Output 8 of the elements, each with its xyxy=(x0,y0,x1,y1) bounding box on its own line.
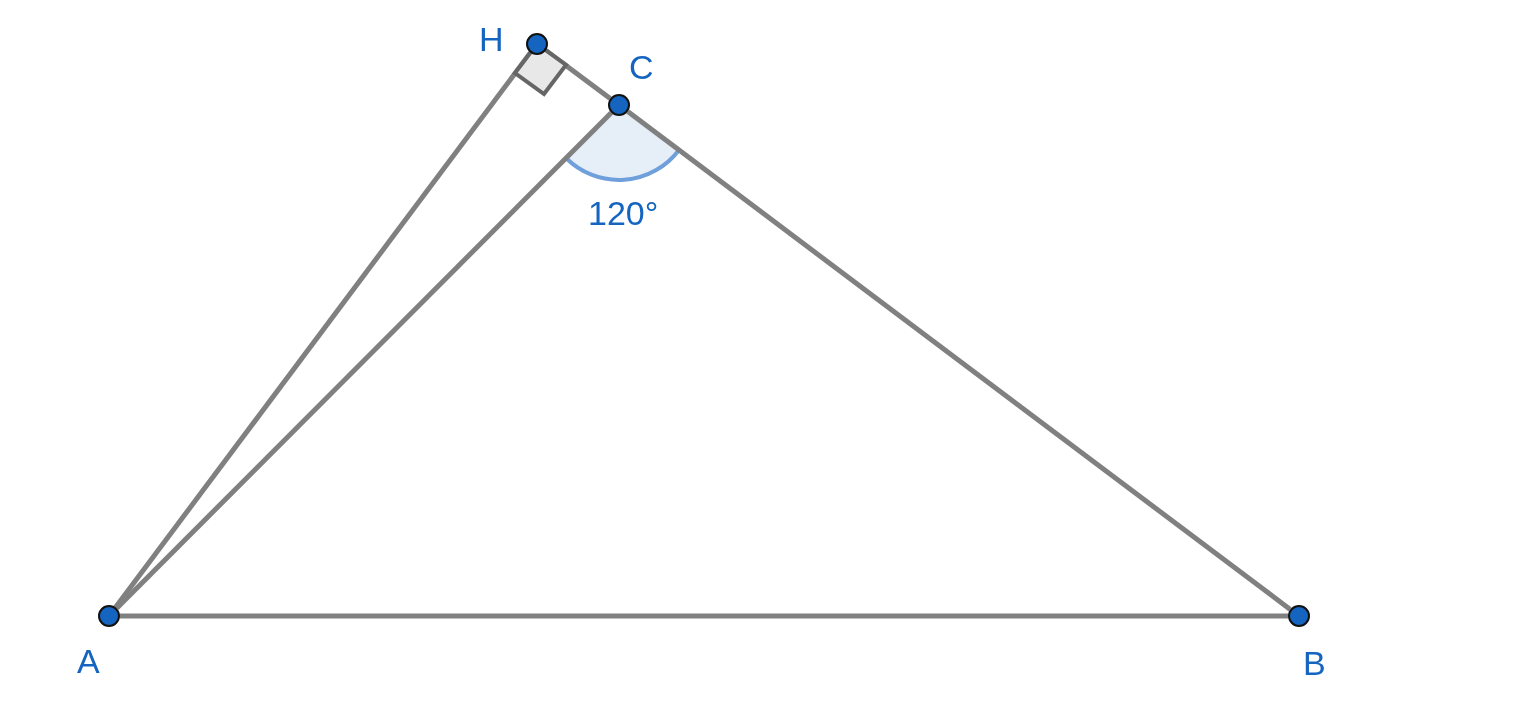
point-label: H xyxy=(479,22,504,56)
point-label: C xyxy=(629,50,654,84)
point-label: A xyxy=(77,644,100,678)
line-segment xyxy=(626,109,1292,612)
point-label: B xyxy=(1303,646,1326,680)
line-segment xyxy=(115,111,613,610)
angle-label: 120° xyxy=(588,196,659,230)
line-segment xyxy=(120,613,1288,619)
